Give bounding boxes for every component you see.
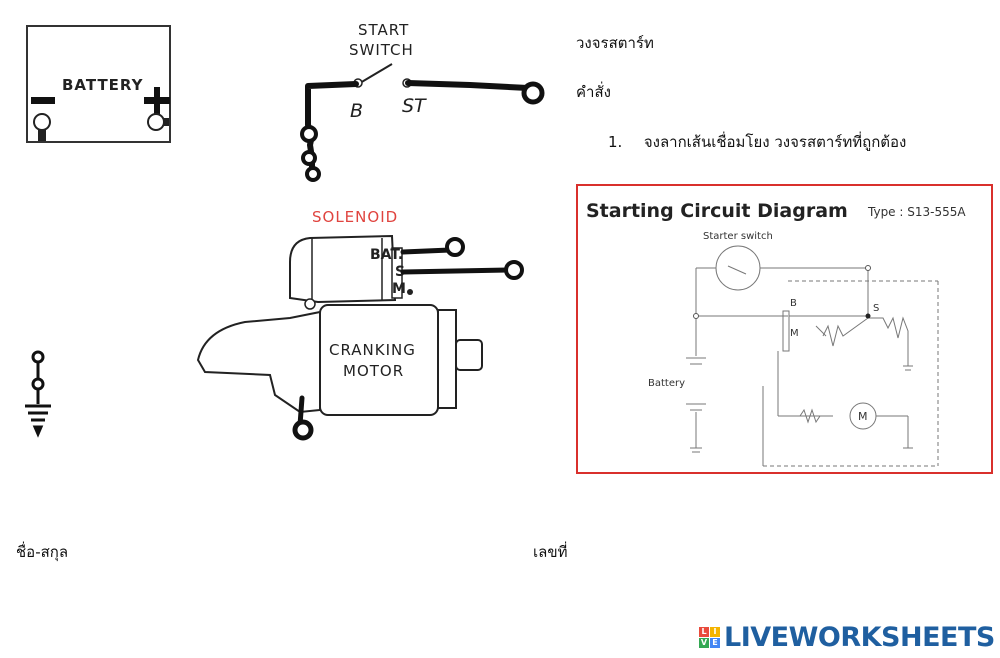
reference-b-label: B xyxy=(790,298,797,309)
solenoid-m-terminal xyxy=(407,289,413,295)
solenoid-label: SOLENOID xyxy=(312,208,398,226)
battery-label: BATTERY xyxy=(62,76,144,94)
logo-letter-v: V xyxy=(699,638,709,648)
switch-terminal-st-label: ST xyxy=(402,95,427,117)
instruction-item-1: 1. จงลากเส้นเชื่อมโยง วงจรสตาร์ทที่ถูกต้… xyxy=(608,130,906,154)
start-switch-label-line2: SWITCH xyxy=(349,41,414,59)
switch-st-drag-point[interactable] xyxy=(521,81,545,105)
solenoid-term-bat-label: BAT. xyxy=(370,247,403,263)
instruction-item-text: จงลากเส้นเชื่อมโยง วงจรสตาร์ทที่ถูกต้อง xyxy=(643,133,907,151)
reference-diagram-title: Starting Circuit Diagram xyxy=(586,200,848,222)
switch-b-drag-point-2[interactable] xyxy=(301,150,317,166)
battery-minus-sign xyxy=(31,97,55,104)
battery-positive-terminal[interactable] xyxy=(147,113,165,131)
liveworksheets-logo-icon: L I V E xyxy=(699,627,720,648)
cranking-motor-component: SOLENOID BAT. S M CRANKING MOTOR xyxy=(196,208,524,441)
reference-diagram-type: Type : S13-555A xyxy=(867,205,966,219)
starter-switch-symbol xyxy=(715,245,761,291)
liveworksheets-wordmark: LIVEWORKSHEETS xyxy=(724,622,995,653)
switch-b-drag-point-3[interactable] xyxy=(305,166,321,182)
ground-icon xyxy=(25,404,51,438)
reference-diagram-frame: Starting Circuit Diagram Type : S13-555A… xyxy=(576,184,993,474)
battery-negative-terminal[interactable] xyxy=(33,113,51,131)
reference-battery-label: Battery xyxy=(648,378,685,389)
switch-b-drag-point-1[interactable] xyxy=(300,125,318,143)
ground-drag-point-1[interactable] xyxy=(31,350,45,364)
start-switch-label-line1: START xyxy=(358,21,409,39)
logo-letter-l: L xyxy=(699,627,709,637)
ground-drag-point-2[interactable] xyxy=(31,377,45,391)
reference-s-label: S xyxy=(873,303,879,314)
worksheet-title: วงจรสตาร์ท xyxy=(576,34,654,52)
logo-letter-e: E xyxy=(710,638,720,648)
switch-terminal-b-label: B xyxy=(350,100,363,122)
name-field-label: ชื่อ-สกุล xyxy=(16,543,69,561)
motor-label-line1: CRANKING xyxy=(329,341,416,359)
instruction-item-number: 1. xyxy=(608,133,623,151)
reference-diagram: Starting Circuit Diagram Type : S13-555A… xyxy=(586,200,966,467)
solenoid-term-s-label: S xyxy=(395,264,405,280)
solenoid-s-drag-point[interactable] xyxy=(504,260,524,280)
solenoid-term-m-label: M xyxy=(392,281,406,297)
solenoid-bat-lead-wire xyxy=(400,247,453,255)
motor-label-line2: MOTOR xyxy=(343,362,404,380)
solenoid-s-lead-wire xyxy=(400,267,511,275)
battery-component: BATTERY xyxy=(26,25,171,143)
reference-m-label: M xyxy=(790,328,799,339)
solenoid-bat-drag-point[interactable] xyxy=(445,237,465,257)
battery-plus-sign xyxy=(144,87,170,114)
liveworksheets-logo[interactable]: L I V E LIVEWORKSHEETS xyxy=(699,622,995,653)
logo-letter-i: I xyxy=(710,627,720,637)
reference-motor-label: M xyxy=(858,410,868,423)
switch-st-lead-wire xyxy=(405,80,531,91)
starter-switch-label: Starter switch xyxy=(703,231,773,242)
ground-component xyxy=(25,350,51,438)
motor-body xyxy=(319,304,439,416)
motor-ground-drag-point[interactable] xyxy=(292,419,314,441)
start-switch-component: START SWITCH B ST xyxy=(300,21,545,182)
switch-blade xyxy=(359,63,393,84)
instructions-heading: คำสั่ง xyxy=(576,83,611,101)
motor-drive-housing xyxy=(196,310,321,414)
solenoid-body xyxy=(289,234,397,304)
student-number-label: เลขที่ xyxy=(533,543,568,561)
